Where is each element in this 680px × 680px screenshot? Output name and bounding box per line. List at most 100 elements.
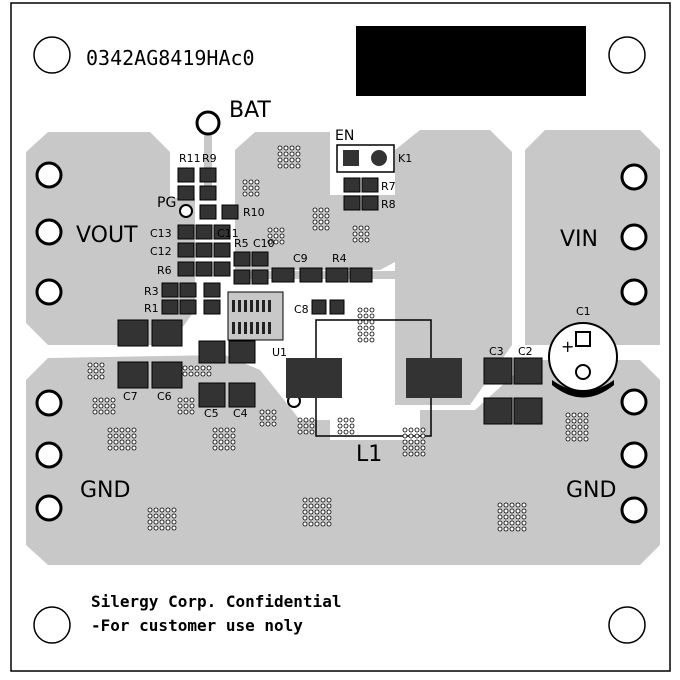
- via: [297, 429, 303, 435]
- via: [107, 427, 113, 433]
- via: [224, 433, 230, 439]
- via: [267, 233, 273, 239]
- r5-pad-a: [233, 251, 251, 267]
- r9-pad-b: [199, 185, 217, 201]
- via: [279, 239, 285, 245]
- vin-terminal-2: [620, 223, 648, 251]
- via: [363, 325, 369, 331]
- c7-pad: [117, 361, 149, 389]
- r4-pad-a: [325, 267, 349, 283]
- via: [503, 514, 509, 520]
- via: [402, 427, 408, 433]
- via: [420, 445, 426, 451]
- label-block: [356, 26, 586, 96]
- via: [113, 439, 119, 445]
- via: [104, 409, 110, 415]
- via: [147, 519, 153, 525]
- via: [279, 233, 285, 239]
- via: [420, 433, 426, 439]
- r11-pad-b: [177, 185, 195, 201]
- via: [92, 403, 98, 409]
- via: [408, 445, 414, 451]
- via: [364, 225, 370, 231]
- via: [309, 417, 315, 423]
- c12-pad-a: [177, 242, 195, 258]
- via: [230, 439, 236, 445]
- via: [363, 337, 369, 343]
- r11-pad-a: [177, 167, 195, 183]
- c1-pad-minus: [575, 364, 591, 380]
- via: [104, 403, 110, 409]
- via: [497, 508, 503, 514]
- c4-label: C4: [233, 407, 248, 420]
- en-label: EN: [335, 128, 355, 144]
- c9-label: C9: [293, 252, 308, 265]
- mounting-hole-bl: [33, 606, 71, 644]
- cin-pad-a: [483, 397, 513, 425]
- r11-label: R11: [179, 152, 201, 165]
- via: [509, 502, 515, 508]
- via: [509, 514, 515, 520]
- r6-pad-c: [213, 261, 231, 277]
- u1-body: [227, 291, 284, 341]
- vin-terminal-3: [620, 278, 648, 306]
- via: [565, 430, 571, 436]
- via: [295, 151, 301, 157]
- via: [295, 163, 301, 169]
- via: [503, 526, 509, 532]
- via: [571, 418, 577, 424]
- via: [113, 427, 119, 433]
- r8-pad-b: [361, 195, 379, 211]
- r3-pad-b: [179, 282, 197, 298]
- l1-pad-1: [286, 358, 342, 398]
- via: [119, 445, 125, 451]
- via: [218, 433, 224, 439]
- c8-label: C8: [294, 303, 309, 316]
- via: [153, 525, 159, 531]
- via: [93, 362, 99, 368]
- via: [242, 179, 248, 185]
- via: [119, 427, 125, 433]
- via: [318, 225, 324, 231]
- via: [188, 365, 194, 371]
- c1-label: C1: [576, 305, 591, 318]
- cap-pad-b: [151, 319, 183, 347]
- via: [420, 439, 426, 445]
- r1-pad-a: [161, 299, 179, 315]
- via: [565, 424, 571, 430]
- k1-pin-2: [371, 150, 387, 166]
- u1-pin: [238, 322, 241, 334]
- via: [230, 433, 236, 439]
- via: [309, 429, 315, 435]
- via: [497, 526, 503, 532]
- c13-pad-a: [177, 224, 195, 240]
- via: [98, 403, 104, 409]
- via: [165, 525, 171, 531]
- via: [218, 445, 224, 451]
- gnd-terminal-r3: [620, 496, 648, 524]
- via: [314, 521, 320, 527]
- via: [147, 513, 153, 519]
- via: [358, 237, 364, 243]
- via: [242, 185, 248, 191]
- via: [131, 445, 137, 451]
- via: [183, 409, 189, 415]
- k1-label: K1: [398, 152, 413, 165]
- c2-label: C2: [518, 345, 533, 358]
- via: [515, 514, 521, 520]
- c5-pad: [198, 382, 226, 408]
- via: [577, 430, 583, 436]
- via: [521, 526, 527, 532]
- via: [171, 507, 177, 513]
- via: [571, 436, 577, 442]
- u1-pin: [262, 322, 265, 334]
- via: [308, 509, 314, 515]
- via: [337, 423, 343, 429]
- via: [320, 497, 326, 503]
- via: [420, 427, 426, 433]
- u1-pin: [250, 322, 253, 334]
- r1-pad-b: [179, 299, 197, 315]
- via: [295, 157, 301, 163]
- via: [218, 427, 224, 433]
- via: [177, 409, 183, 415]
